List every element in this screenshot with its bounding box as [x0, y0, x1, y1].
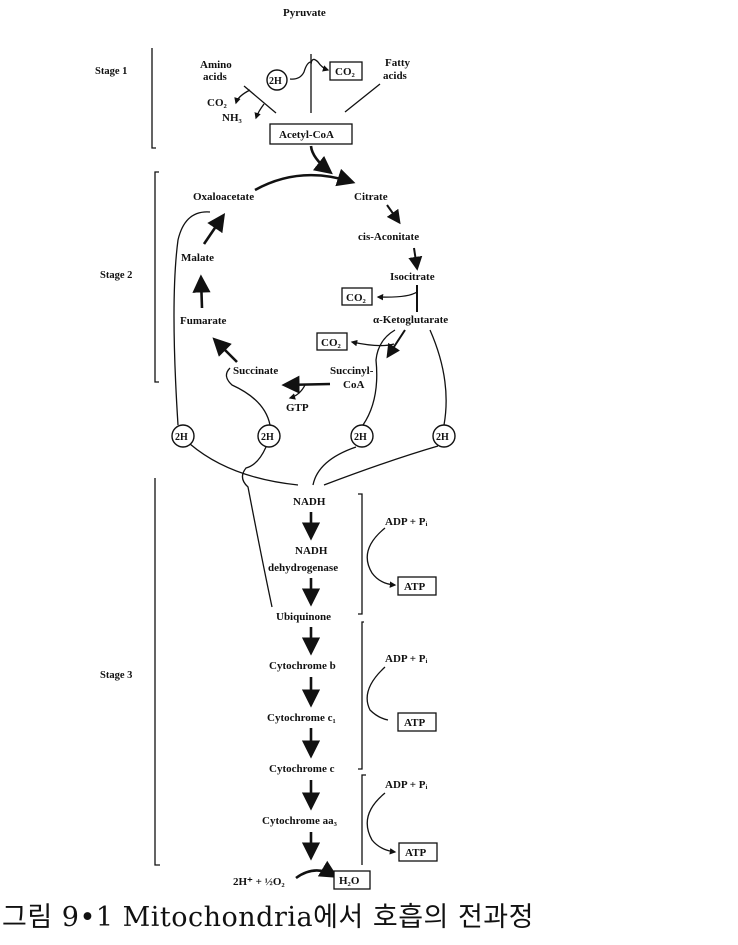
adp-pi-label-2: ADP + Pᵢ	[385, 653, 427, 665]
atp-box-3	[398, 842, 438, 862]
oxaloacetate-label: Oxaloacetate	[193, 191, 254, 203]
phosphorylation-brackets	[358, 493, 366, 865]
atp-label-2: ATP	[404, 717, 425, 729]
two-h-circles-stage2	[171, 424, 456, 448]
atp-label-3: ATP	[405, 847, 426, 859]
chain-cytochrome-aa3: Cytochrome aa₃	[262, 815, 338, 827]
chain-ubiquinone: Ubiquinone	[276, 611, 331, 623]
two-h-circle-2	[257, 424, 281, 448]
two-h-circle-1	[171, 424, 195, 448]
stage-1-label: Stage 1	[95, 66, 127, 77]
water-label: H₂O	[339, 875, 360, 887]
atp-box-2	[397, 712, 437, 732]
two-h-label-stage1: 2H	[269, 76, 282, 87]
co2-box-b	[316, 332, 348, 351]
stage-3-label: Stage 3	[100, 670, 132, 681]
chain-cytochrome-c1: Cytochrome c₁	[267, 712, 336, 724]
acetyl-coa-box	[269, 123, 353, 145]
atp-label-1: ATP	[404, 581, 425, 593]
citrate-label: Citrate	[354, 191, 388, 203]
chain-cytochrome-b: Cytochrome b	[269, 660, 336, 672]
chain-nadh-dh-1: NADH	[295, 545, 328, 557]
chain-nadh: NADH	[293, 496, 326, 508]
figure-caption: 그림 9•1 Mitochondria에서 호흡의 전과정	[2, 902, 534, 933]
water-box	[333, 870, 371, 890]
two-h-label-4: 2H	[436, 432, 449, 443]
chain-nadh-dh-2: dehydrogenase	[268, 562, 338, 574]
amino-nh3-label: NH₃	[222, 112, 243, 124]
fatty-acids-label-2: acids	[383, 70, 408, 82]
stage-2-label: Stage 2	[100, 270, 132, 281]
co2-label-b: CO₂	[321, 337, 342, 349]
adp-pi-label-1: ADP + Pᵢ	[385, 516, 427, 528]
succinyl-coa-label-2: CoA	[343, 379, 364, 391]
water-formation-arrow	[295, 860, 339, 880]
atp-box-1	[397, 576, 437, 596]
co2-box-a	[341, 287, 373, 306]
succinate-label: Succinate	[233, 365, 278, 377]
co2-box-stage1	[329, 61, 363, 81]
two-h-connectors	[173, 211, 447, 608]
alpha-ketoglutarate-label: α-Ketoglutarate	[373, 314, 448, 326]
stage-2-bracket	[154, 171, 159, 383]
two-h-circle-stage1	[266, 69, 288, 91]
amino-acids-label-2: acids	[203, 71, 228, 83]
cycle-arrows	[192, 168, 423, 400]
adp-pi-label-3: ADP + Pᵢ	[385, 779, 427, 791]
atp-curve-2	[366, 666, 389, 721]
atp-curve-1	[366, 527, 397, 588]
stage1-connectors	[234, 54, 381, 175]
cis-aconitate-label: cis-Aconitate	[358, 231, 419, 243]
isocitrate-label: Isocitrate	[390, 271, 435, 283]
fatty-acids-label-1: Fatty	[385, 57, 411, 69]
two-h-label-2: 2H	[261, 432, 274, 443]
co2-label-stage1: CO₂	[335, 66, 356, 78]
fumarate-label: Fumarate	[180, 315, 227, 327]
malate-label: Malate	[181, 252, 214, 264]
stage-1-bracket	[151, 48, 156, 149]
gtp-label: GTP	[286, 402, 309, 414]
atp-curve-3	[366, 792, 397, 855]
amino-co2-label: CO₂	[207, 97, 228, 109]
two-h-label-3: 2H	[354, 432, 367, 443]
two-h-label-1: 2H	[175, 432, 188, 443]
acetyl-coa-label: Acetyl-CoA	[279, 129, 334, 141]
pyruvate-label: Pyruvate	[283, 7, 326, 19]
final-reactants-label: 2H⁺ + ½O₂	[233, 876, 285, 888]
succinyl-coa-label-1: Succinyl-	[330, 365, 374, 377]
stage-3-bracket	[154, 478, 160, 866]
two-h-circle-3	[350, 424, 374, 448]
amino-acids-label-1: Amino	[200, 59, 232, 71]
chain-cytochrome-c: Cytochrome c	[269, 763, 335, 775]
co2-label-a: CO₂	[346, 292, 367, 304]
